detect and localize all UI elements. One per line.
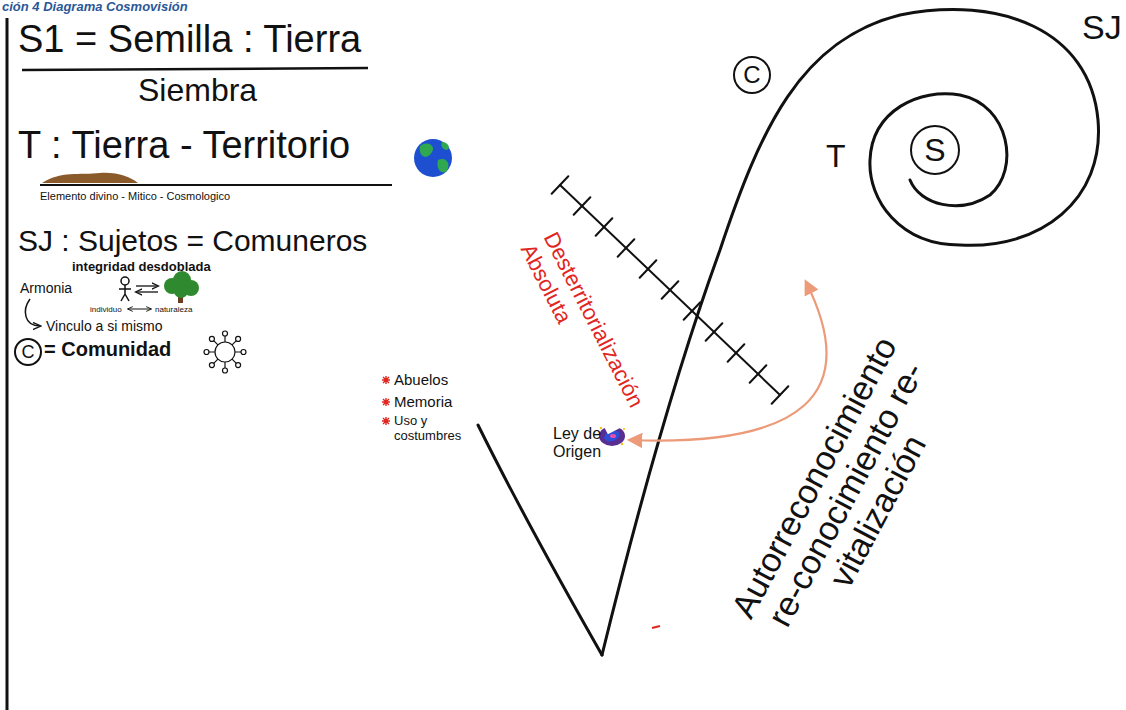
soil-patch bbox=[40, 173, 392, 185]
earth-globe bbox=[437, 159, 448, 172]
community-icon bbox=[204, 350, 209, 355]
return-arrow bbox=[630, 282, 827, 441]
fraction-line bbox=[22, 68, 368, 70]
list-item: Memoria bbox=[394, 393, 452, 410]
tree bbox=[164, 271, 199, 303]
spiral-label: SJ bbox=[1082, 8, 1122, 47]
formula-text: SJ : Sujetos = Comuneros bbox=[18, 224, 367, 259]
earth-globe bbox=[414, 139, 452, 177]
galaxy-icon bbox=[621, 443, 623, 445]
small-note: naturaleza bbox=[155, 305, 192, 314]
community-icon bbox=[236, 336, 241, 341]
list-item: Uso y costumbres bbox=[394, 414, 469, 444]
circle-node: C bbox=[733, 56, 771, 94]
person-figure bbox=[119, 277, 131, 301]
self-link-arrow bbox=[25, 299, 40, 326]
community-icon bbox=[209, 363, 214, 368]
margin-bar bbox=[6, 18, 9, 710]
figure-title: ción 4 Diagrama Cosmovisión bbox=[2, 0, 188, 15]
galaxy-icon bbox=[623, 428, 625, 430]
node-text: C bbox=[743, 63, 760, 87]
community-icon bbox=[215, 342, 235, 362]
fraction-line bbox=[22, 68, 368, 70]
return-arrow bbox=[630, 282, 827, 441]
community-icon bbox=[223, 368, 228, 373]
person-figure bbox=[119, 285, 131, 301]
bullet-star bbox=[382, 376, 390, 425]
note-text: Vinculo a si mismo bbox=[46, 318, 162, 334]
galaxy-icon bbox=[610, 434, 616, 438]
circle-node: S bbox=[910, 125, 960, 175]
node-text: C bbox=[22, 343, 35, 361]
formula-text: Siembra bbox=[138, 72, 257, 109]
harmony-arrows bbox=[128, 309, 151, 310]
harmony-arrows bbox=[136, 291, 158, 292]
bullet-star bbox=[382, 398, 390, 406]
note-text: Armonia bbox=[20, 280, 72, 296]
v-spiral-line bbox=[478, 425, 602, 655]
earth-globe bbox=[414, 139, 452, 177]
soil-patch bbox=[42, 173, 138, 183]
circle-node: C bbox=[14, 338, 42, 366]
formula-text: T : Tierra - Territorio bbox=[18, 124, 350, 168]
note-text: integridad desdoblada bbox=[72, 260, 211, 275]
person-figure bbox=[121, 277, 129, 285]
harmony-arrows bbox=[128, 286, 158, 309]
harmony-arrows bbox=[136, 285, 158, 286]
community-icon bbox=[241, 350, 246, 355]
formula-text: = Comunidad bbox=[44, 338, 171, 361]
formula-text: S1 = Semilla : Tierra bbox=[18, 18, 361, 62]
community-icon bbox=[204, 331, 246, 373]
spiral-label: T bbox=[826, 138, 846, 175]
bullet-star bbox=[382, 417, 390, 425]
earth-globe bbox=[420, 144, 433, 157]
tree bbox=[174, 284, 188, 298]
community-icon bbox=[223, 331, 228, 336]
origin-label: Ley de Origen bbox=[553, 425, 601, 461]
rotated-label: Autorreconocimiento re-conocimiento re-v… bbox=[721, 325, 969, 663]
red-dash bbox=[652, 626, 660, 628]
earth-globe bbox=[441, 142, 448, 150]
bullet-star bbox=[382, 376, 390, 384]
node-text: S bbox=[924, 134, 945, 166]
soil-patch bbox=[40, 184, 392, 186]
small-note: individuo bbox=[90, 305, 122, 314]
community-icon bbox=[209, 336, 241, 368]
list-item: Abuelos bbox=[394, 371, 448, 388]
red-dash bbox=[652, 626, 660, 628]
self-link-arrow bbox=[25, 299, 40, 326]
community-icon bbox=[236, 363, 241, 368]
note-text: Elemento divino - Mitico - Cosmologico bbox=[40, 190, 230, 203]
rotated-label: Desterritorialización Absoluta bbox=[514, 228, 653, 434]
community-icon bbox=[209, 336, 214, 341]
